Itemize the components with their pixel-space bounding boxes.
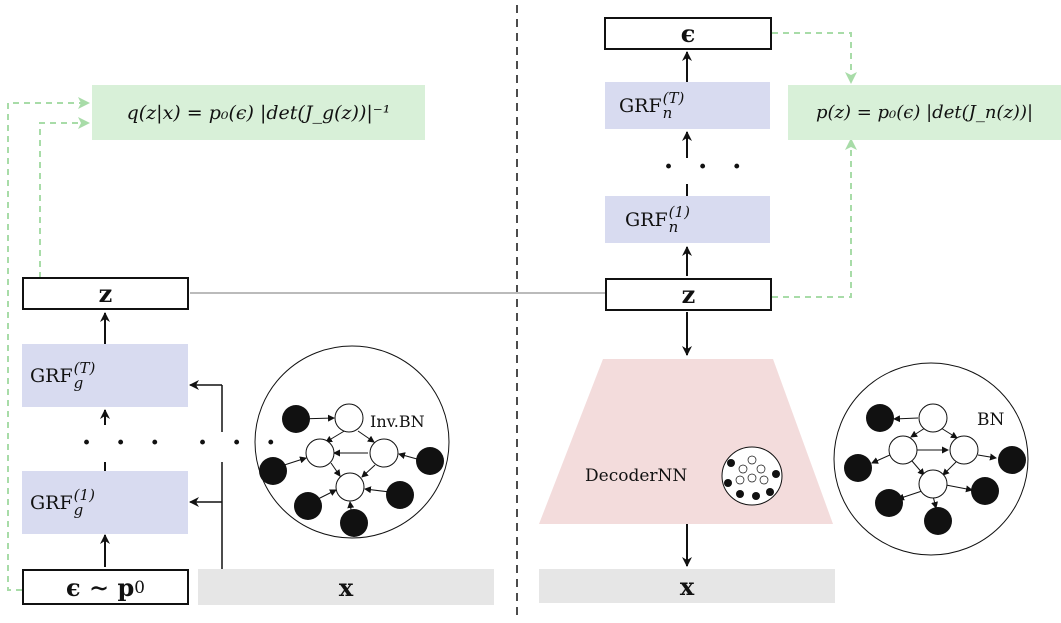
grf-g-1-sub: g	[73, 500, 84, 519]
bn-graph	[833, 362, 1029, 556]
grf-g-T-base: GRF	[30, 364, 73, 387]
right-stack-dots: · · ·	[664, 152, 750, 182]
decoder-label: DecoderNN	[585, 466, 688, 486]
output-x-box-right: x	[539, 569, 835, 603]
left-stack-dots: · · ·	[82, 428, 168, 458]
grf-n-1-base: GRF	[625, 208, 668, 231]
prior-equation-text: p(z) = p₀(ϵ) |det(J_n(z))|	[815, 102, 1034, 123]
grf-n-T-block: GRF (T)n	[605, 82, 770, 129]
noise-eps-sub: 0	[134, 577, 145, 597]
posterior-equation: q(z|x) = p₀(ϵ) |det(J_g(z))|⁻¹	[92, 85, 425, 140]
noise-eps-label: ϵ ∼ p	[66, 572, 135, 602]
noise-eps-right-label: ϵ	[680, 19, 696, 48]
grf-n-1-block: GRF (1)n	[605, 196, 770, 243]
grf-n-T-sup: (T)	[662, 88, 685, 107]
inv-bn-label: Inv.BN	[370, 412, 425, 431]
input-x-box-left: x	[198, 569, 494, 605]
grf-g-T-sup: (T)	[73, 358, 96, 377]
inv-bn-graph	[254, 345, 450, 539]
grf-g-1-base: GRF	[30, 491, 73, 514]
decoder-trapezoid	[539, 359, 833, 524]
input-x-label-left: x	[338, 572, 354, 602]
prior-equation: p(z) = p₀(ϵ) |det(J_n(z))|	[788, 85, 1061, 140]
green-dashed-eps-to-eq	[772, 32, 857, 84]
green-dashed-z-to-eq	[772, 138, 857, 298]
bn-label: BN	[977, 410, 1005, 430]
posterior-equation-text: q(z|x) = p₀(ϵ) |det(J_g(z))|⁻¹	[126, 101, 391, 124]
latent-z-box-right: z	[605, 278, 772, 311]
green-dashed-eps-feedback	[7, 97, 90, 591]
grf-g-1-block: GRF (1)g	[22, 471, 188, 534]
grf-n-1-sup: (1)	[668, 202, 690, 221]
grf-g-1-sup: (1)	[73, 485, 95, 504]
latent-z-box-left: z	[22, 277, 189, 310]
latent-z-right-label: z	[681, 280, 696, 309]
grf-g-T-block: GRF (T)g	[22, 344, 188, 407]
grf-n-T-base: GRF	[619, 94, 662, 117]
latent-z-label: z	[98, 279, 113, 308]
grf-n-1-sub: n	[668, 217, 679, 236]
noise-eps-box-right: ϵ	[604, 17, 772, 50]
output-x-label: x	[679, 571, 695, 601]
green-dashed-z-feedback	[39, 117, 90, 278]
mini-graph-decoder	[721, 446, 783, 506]
left-x-dots: · · ·	[198, 428, 284, 458]
grf-n-T-sub: n	[662, 103, 673, 122]
grf-g-T-sub: g	[73, 373, 84, 392]
